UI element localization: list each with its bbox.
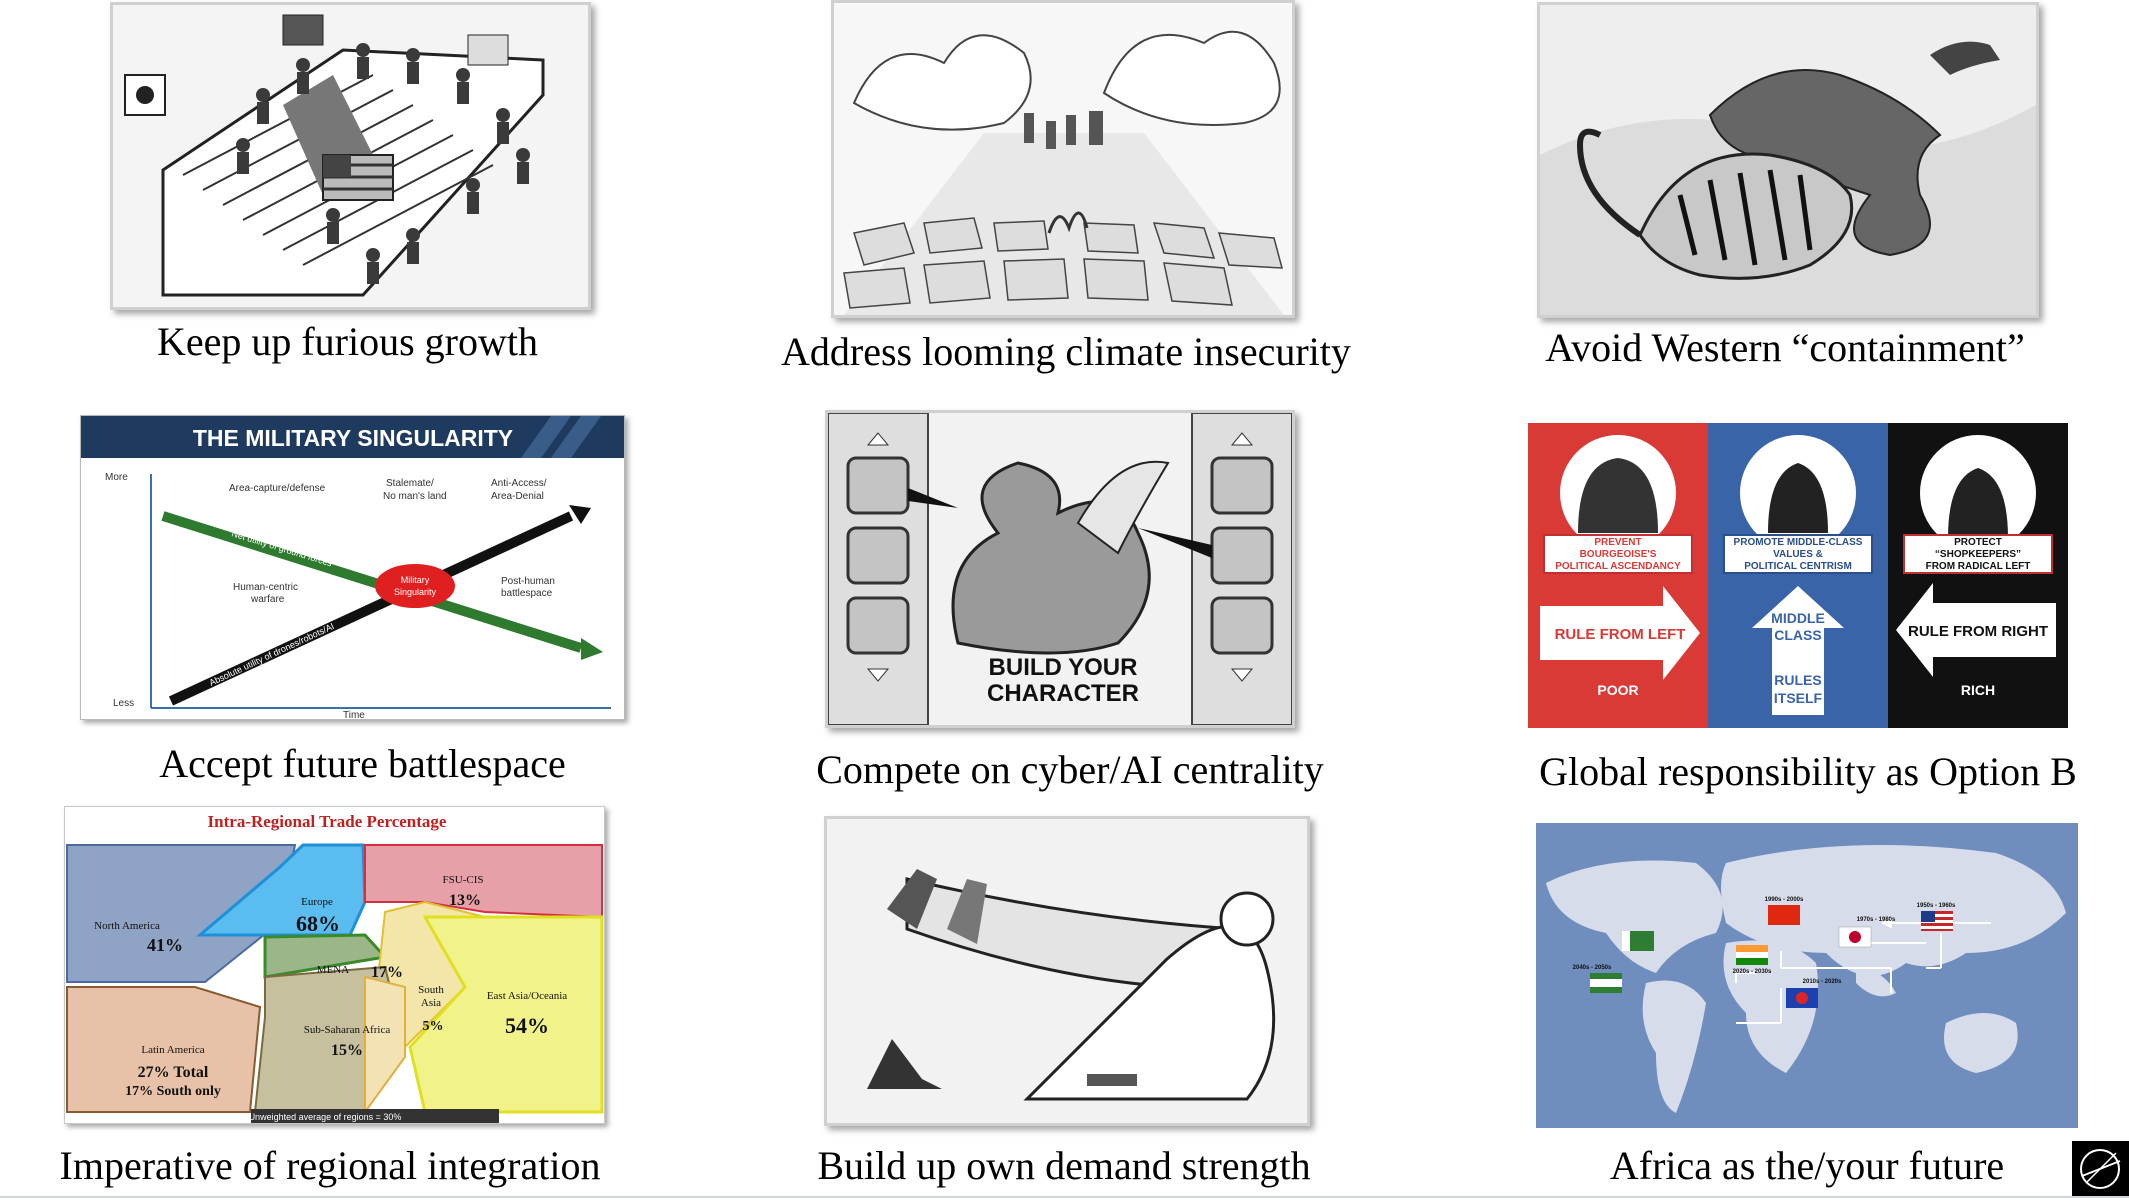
trade-na-value: 41% <box>147 935 183 955</box>
political-panels: PREVENT BOURGEOISE'S POLITICAL ASCENDANC… <box>1528 423 2068 728</box>
black-bottom-label: RICH <box>1961 682 1995 698</box>
caption-cyber-ai: Compete on cyber/AI centrality <box>816 747 1324 792</box>
trade-ssa-value: 15% <box>331 1042 363 1059</box>
slide-bottom-border <box>0 1196 2129 1198</box>
red-label-a: PREVENT <box>1594 537 1641 548</box>
map-label-japan: 1970s - 1980s <box>1857 917 1896 923</box>
demand-strength-illustration <box>824 816 1310 1126</box>
red-bottom-label: POOR <box>1597 682 1638 698</box>
caption-western-containment: Avoid Western “containment” <box>1545 325 2025 370</box>
red-label-c: POLITICAL ASCENDANCY <box>1555 561 1681 572</box>
trade-fsu: FSU-CIS <box>443 874 484 886</box>
furious-growth-illustration <box>110 2 591 310</box>
trade-east-asia: East Asia/Oceania <box>487 990 567 1002</box>
black-label-a: PROTECT <box>1954 537 2002 548</box>
blue-rules-label-2: ITSELF <box>1774 690 1823 706</box>
trade-mena-value: 17% <box>371 964 403 981</box>
corner-logo-icon <box>2072 1141 2129 1196</box>
character-line1: BUILD YOUR <box>989 654 1138 681</box>
character-line2: CHARACTER <box>987 680 1139 707</box>
blue-label-b: VALUES & <box>1773 549 1823 560</box>
western-containment-illustration <box>1537 2 2039 318</box>
label-battlespace: battlespace <box>501 588 553 599</box>
label-no-mans-land: No man's land <box>383 491 447 502</box>
caption-furious-growth: Keep up furious growth <box>156 319 539 364</box>
military-singularity-diagram: THE MILITARY SINGULARITY More Less Time … <box>80 415 625 720</box>
label-area-capture: Area-capture/defense <box>229 483 326 494</box>
trade-south-asia-value: 5% <box>423 1019 444 1034</box>
red-arrow-label: RULE FROM LEFT <box>1555 626 1686 643</box>
blue-label-a: PROMOTE MIDDLE-CLASS <box>1734 537 1863 548</box>
trade-latin-america-value-2: 17% South only <box>125 1084 221 1099</box>
trade-east-asia-value: 54% <box>505 1013 549 1038</box>
blue-label-c: POLITICAL CENTRISM <box>1744 561 1852 572</box>
caption-regional-integration: Imperative of regional integration <box>59 1143 601 1188</box>
trade-eu: Europe <box>301 896 333 908</box>
caption-demand-strength: Build up own demand strength <box>817 1143 1311 1188</box>
black-arrow-label: RULE FROM RIGHT <box>1908 623 2048 640</box>
trade-na: North America <box>94 920 160 932</box>
flying-geese-world-map: 1950s - 1960s 1970s - 1980s 1990s - 2000… <box>1536 823 2078 1128</box>
cloud-label-2: Singularity <box>394 587 437 597</box>
caption-africa-future: Africa as the/your future <box>1609 1143 2005 1188</box>
trade-ssa: Sub-Saharan Africa <box>304 1024 391 1036</box>
caption-global-responsibility: Global responsibility as Option B <box>1539 749 2077 794</box>
trade-footer: Unweighted average of regions = 30% <box>249 1112 402 1122</box>
axis-more: More <box>105 472 128 483</box>
trade-percentage-map: Intra-Regional Trade Percentage North Am… <box>64 806 605 1124</box>
caption-climate-insecurity: Address looming climate insecurity <box>781 329 1351 374</box>
label-human-centric: Human-centric <box>233 582 298 593</box>
red-label-b: BOURGEOISE'S <box>1580 549 1657 560</box>
label-warfare: warfare <box>250 594 285 605</box>
blue-rules-label-1: RULES <box>1774 672 1821 688</box>
blue-arrow-label-1: MIDDLE <box>1771 610 1825 626</box>
axis-less: Less <box>113 698 134 709</box>
blue-arrow-label-2: CLASS <box>1774 627 1821 643</box>
label-post-human: Post-human <box>501 576 555 587</box>
map-label-africa: 2040s - 2050s <box>1573 965 1612 971</box>
military-title: THE MILITARY SINGULARITY <box>193 425 513 451</box>
caption-future-battlespace: Accept future battlespace <box>159 741 566 786</box>
trade-south-asia-2: Asia <box>421 997 441 1009</box>
trade-title: Intra-Regional Trade Percentage <box>208 812 447 831</box>
trade-mena: MENA <box>317 964 349 976</box>
trade-latin-america: Latin America <box>141 1044 204 1056</box>
cloud-label-1: Military <box>401 575 430 585</box>
map-label-us: 1950s - 1960s <box>1917 903 1956 909</box>
black-label-c: FROM RADICAL LEFT <box>1926 561 2031 572</box>
trade-south-asia-1: South <box>418 984 444 996</box>
climate-insecurity-illustration <box>831 0 1295 318</box>
trade-fsu-value: 13% <box>449 892 481 909</box>
label-anti-access: Anti-Access/ <box>491 478 547 489</box>
label-stalemate: Stalemate/ <box>386 478 434 489</box>
cyber-ai-illustration: BUILD YOUR CHARACTER <box>825 410 1295 728</box>
black-label-b: “SHOPKEEPERS” <box>1935 549 2021 560</box>
map-label-india: 2020s - 2030s <box>1733 969 1772 975</box>
label-area-denial: Area-Denial <box>491 491 544 502</box>
trade-eu-value: 68% <box>296 911 340 936</box>
trade-latin-america-value-1: 27% Total <box>138 1064 209 1081</box>
map-label-asean: 2010s - 2020s <box>1803 979 1842 985</box>
axis-time: Time <box>343 710 365 719</box>
map-label-china: 1990s - 2000s <box>1765 897 1804 903</box>
